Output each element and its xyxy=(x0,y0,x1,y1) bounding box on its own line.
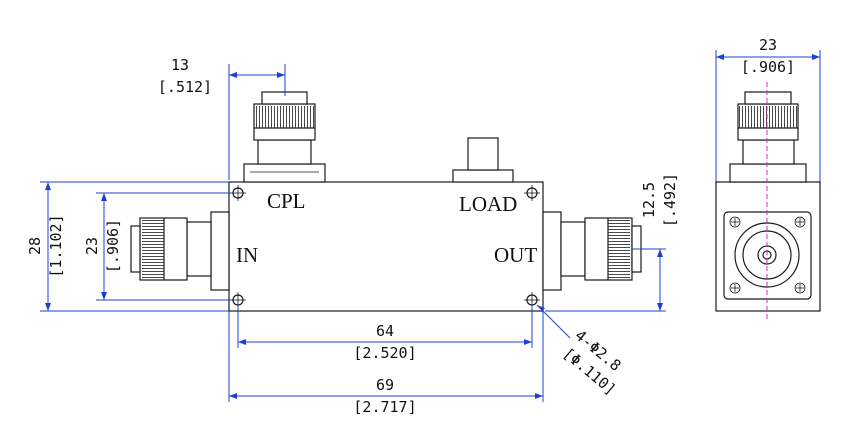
side-screw xyxy=(794,282,806,294)
side-screw xyxy=(729,216,741,228)
side-screw xyxy=(794,216,806,228)
dim-side-23-mm: 23 xyxy=(759,36,777,54)
coupler-body xyxy=(228,181,544,312)
dim-23-inch: [.906] xyxy=(104,219,122,273)
mounting-hole xyxy=(230,185,246,201)
cpl-connector xyxy=(243,91,326,183)
side-screw xyxy=(729,282,741,294)
dimension-lines xyxy=(40,50,821,402)
dim-side-23-inch: [.906] xyxy=(741,58,795,76)
dim-64-inch: [2.520] xyxy=(353,344,416,362)
dim-12-5-inch: [.492] xyxy=(661,173,679,227)
dim-28-inch: [1.102] xyxy=(47,214,65,277)
dim-13-mm: 13 xyxy=(171,56,189,74)
in-connector xyxy=(130,211,230,291)
dim-12-5-mm: 12.5 xyxy=(640,182,658,218)
port-label-out: OUT xyxy=(494,243,537,267)
out-connector xyxy=(542,211,642,291)
dim-28-mm: 28 xyxy=(26,237,44,255)
side-view xyxy=(715,82,821,322)
port-label-cpl: CPL xyxy=(267,189,306,213)
port-label-in: IN xyxy=(236,243,258,267)
dim-13-inch: [.512] xyxy=(158,78,212,96)
dim-64-mm: 64 xyxy=(376,322,394,340)
dim-23-mm: 23 xyxy=(83,237,101,255)
load-connector xyxy=(452,137,514,183)
dim-69-inch: [2.717] xyxy=(353,398,416,416)
mounting-hole xyxy=(524,185,540,201)
dim-69-mm: 69 xyxy=(376,376,394,394)
port-label-load: LOAD xyxy=(459,192,517,216)
